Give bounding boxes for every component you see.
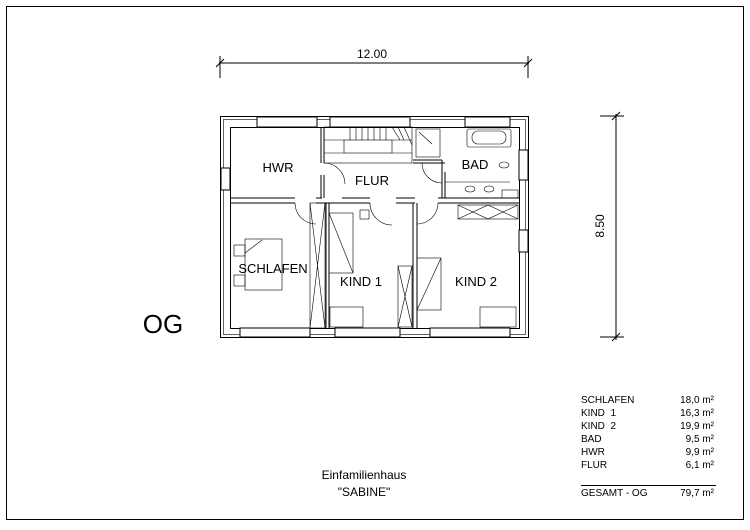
area-row-value: 19,9 m² — [680, 421, 715, 432]
depth-dimension: 8.50 — [593, 111, 624, 342]
area-row-room: FLUR — [581, 460, 607, 471]
room-label-bad: BAD — [462, 157, 489, 172]
width-dimension: 12.00 — [215, 47, 533, 78]
area-row-value: 9,5 m² — [686, 434, 715, 445]
area-row-value: 9,9 m² — [686, 447, 715, 458]
width-dimension-label: 12.00 — [357, 47, 387, 61]
area-row-room: KIND 2 — [581, 421, 616, 432]
area-row-room: SCHLAFEN — [581, 395, 634, 406]
area-total-label: GESAMT - OG — [581, 488, 648, 499]
depth-dimension-label: 8.50 — [593, 214, 607, 238]
floor-label: OG — [143, 309, 183, 339]
area-row-room: BAD — [581, 434, 602, 445]
area-table: SCHLAFEN 18,0 m² KIND 1 16,3 m² KIND 2 1… — [581, 395, 716, 499]
room-label-hwr: HWR — [262, 160, 293, 175]
title-line-2: "SABINE" — [338, 485, 391, 499]
sheet-frame — [6, 6, 744, 520]
interior-walls — [230, 127, 519, 328]
area-row-room: KIND 1 — [581, 408, 616, 419]
furniture — [233, 202, 519, 329]
room-label-kind1: KIND 1 — [340, 274, 382, 289]
area-row-value: 6,1 m² — [686, 460, 715, 471]
room-label-kind2: KIND 2 — [455, 274, 497, 289]
staircase — [323, 126, 413, 164]
outer-walls — [220, 116, 529, 338]
room-label-schlafen: SCHLAFEN — [238, 261, 307, 276]
room-label-flur: FLUR — [355, 173, 389, 188]
title-line-1: Einfamilienhaus — [322, 468, 407, 482]
area-row-room: HWR — [581, 447, 605, 458]
bathroom-fixtures — [415, 128, 519, 199]
area-total-value: 79,7 m² — [680, 488, 715, 499]
area-row-value: 18,0 m² — [680, 395, 715, 406]
area-row-value: 16,3 m² — [680, 408, 715, 419]
